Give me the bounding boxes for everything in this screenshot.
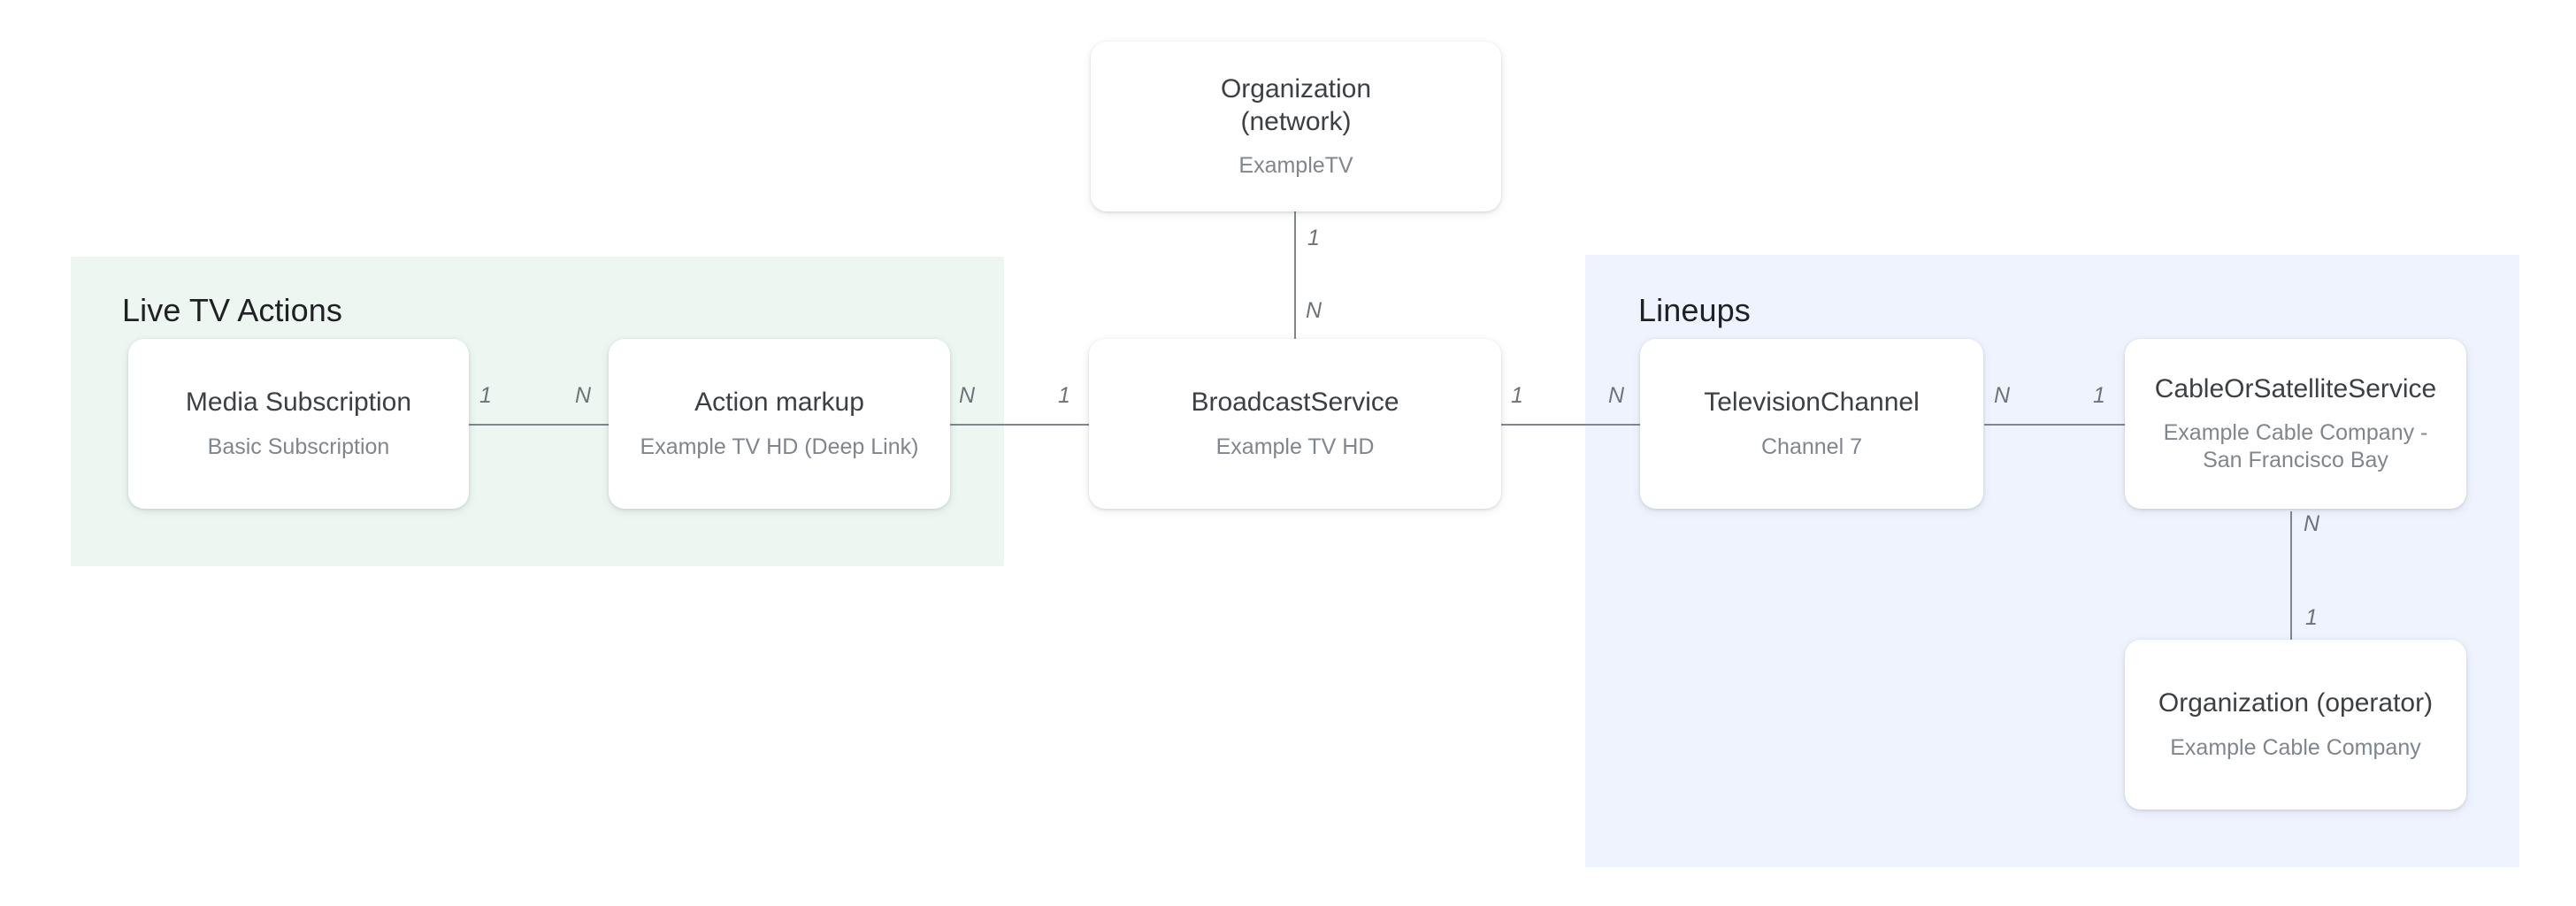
edge-line-org-network-to-broadcast-service	[1294, 211, 1296, 340]
cardinality-broadcast-service-to-television-channel-to: N	[1608, 383, 1625, 408]
node-subtitle-organization-network: ExampleTV	[1238, 153, 1353, 179]
node-card-television-channel[interactable]: TelevisionChannel Channel 7	[1640, 339, 1983, 509]
cardinality-media-subscription-to-action-markup-to: N	[575, 383, 592, 408]
node-subtitle-action-markup: Example TV HD (Deep Link)	[640, 434, 919, 459]
node-subtitle-television-channel: Channel 7	[1761, 434, 1862, 459]
node-card-broadcast-service[interactable]: BroadcastService Example TV HD	[1089, 339, 1501, 509]
edge-line-action-markup-to-broadcast-service	[947, 424, 1089, 426]
cardinality-cable-or-satellite-service-to-organization-operator-from: N	[2304, 511, 2320, 536]
edge-line-television-channel-to-cable-or-satellite-service	[1984, 424, 2126, 426]
node-card-media-subscription[interactable]: Media Subscription Basic Subscription	[128, 339, 469, 509]
group-live-tv-actions-title: Live TV Actions	[122, 292, 342, 328]
node-title-media-subscription: Media Subscription	[185, 388, 412, 418]
node-subtitle-media-subscription: Basic Subscription	[207, 434, 390, 459]
node-card-action-markup[interactable]: Action markup Example TV HD (Deep Link)	[609, 339, 950, 509]
cardinality-media-subscription-to-action-markup-from: 1	[479, 383, 492, 408]
edge-line-media-subscription-to-action-markup	[466, 424, 610, 426]
edge-line-broadcast-service-to-television-channel	[1499, 424, 1640, 426]
node-card-cable-or-satellite-service[interactable]: CableOrSatelliteService Example Cable Co…	[2125, 339, 2466, 509]
cardinality-broadcast-service-to-television-channel-from: 1	[1511, 383, 1523, 408]
node-subtitle-cable-or-satellite-service: Example Cable Company - San Francisco Ba…	[2163, 420, 2428, 473]
node-title-action-markup: Action markup	[694, 388, 864, 418]
cardinality-action-markup-to-broadcast-service-from: N	[959, 383, 976, 408]
node-subtitle-broadcast-service: Example TV HD	[1215, 434, 1375, 459]
node-title-organization-network: Organization (network)	[1220, 73, 1372, 136]
node-title-cable-or-satellite-service: CableOrSatelliteService	[2154, 373, 2437, 403]
cardinality-television-channel-to-cable-or-satellite-service-from: N	[1994, 383, 2011, 408]
cardinality-org-network-to-broadcast-service-to: N	[1306, 298, 1322, 323]
cardinality-television-channel-to-cable-or-satellite-service-to: 1	[2093, 383, 2105, 408]
group-lineups-title: Lineups	[1638, 292, 1751, 328]
node-subtitle-organization-operator: Example Cable Company	[2170, 734, 2421, 760]
cardinality-cable-or-satellite-service-to-organization-operator-to: 1	[2305, 605, 2318, 630]
node-card-organization-network[interactable]: Organization (network) ExampleTV	[1091, 42, 1501, 211]
node-title-broadcast-service: BroadcastService	[1191, 388, 1399, 418]
node-card-organization-operator[interactable]: Organization (operator) Example Cable Co…	[2125, 640, 2466, 810]
cardinality-action-markup-to-broadcast-service-to: 1	[1058, 383, 1070, 408]
edge-line-cable-or-satellite-service-to-organization-operator	[2290, 511, 2292, 641]
cardinality-org-network-to-broadcast-service-from: 1	[1307, 226, 1320, 250]
node-title-organization-operator: Organization (operator)	[2158, 688, 2434, 718]
node-title-television-channel: TelevisionChannel	[1704, 388, 1920, 418]
